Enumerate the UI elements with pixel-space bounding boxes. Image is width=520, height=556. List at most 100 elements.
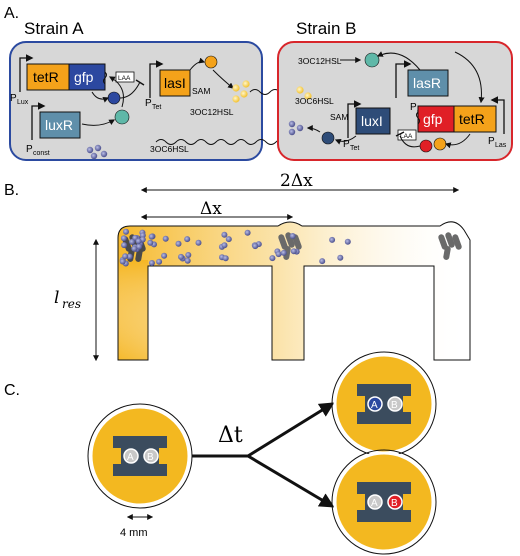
signal-dot <box>244 229 251 236</box>
signal-dot <box>135 238 142 245</box>
hsl12-cluster-a <box>232 80 250 103</box>
panel-label-a: A. <box>4 5 19 22</box>
lasR-gene <box>407 69 449 97</box>
hsl12-cluster-b <box>296 86 312 100</box>
strain-b-cell: Strain B 3OC12HSL lasR P const luxI P Te… <box>277 19 513 161</box>
strain-b-title: Strain B <box>296 19 356 38</box>
tetR-gene-b <box>453 105 497 133</box>
lres-sub: res <box>62 297 81 311</box>
plux-p: P <box>10 93 17 104</box>
dot-a-label-initial: A <box>127 452 134 463</box>
dot-a-final-b <box>367 494 383 510</box>
signal-dot <box>344 238 351 245</box>
signal-dot <box>126 253 133 260</box>
laa-tag-a <box>115 71 135 83</box>
hsl6-label-b: 3OC6HSL <box>295 96 334 106</box>
signal-dot <box>252 243 259 250</box>
luxR-gene <box>39 111 81 139</box>
dot-b-final-b <box>387 494 403 510</box>
dim-dx-label: Δx <box>200 199 222 219</box>
signal-dot <box>319 258 326 265</box>
time-arrow-up <box>247 402 335 458</box>
gfp-label-a: gfp <box>74 69 94 85</box>
hsl6-cluster-a <box>86 144 108 160</box>
laa-label-b: LAA <box>400 133 413 140</box>
signal-dot <box>122 253 129 260</box>
dot-a-label-final-b: A <box>371 498 378 509</box>
lasR-label: lasR <box>413 75 441 91</box>
panel-label-b: B. <box>4 182 19 199</box>
lasR-protein <box>364 52 380 68</box>
sam-label-b: SAM <box>330 112 348 122</box>
hsl6-cluster-b <box>288 120 304 136</box>
dot-a-final-a <box>367 396 383 412</box>
signal-dot <box>221 231 228 238</box>
chamber-final-a: A B <box>331 351 437 457</box>
ptet-sub-b: Tet <box>350 145 359 152</box>
signal-dot <box>131 245 138 252</box>
dot-a-label-final-a: A <box>371 400 378 411</box>
luxI-protein <box>321 131 335 145</box>
signal-dot <box>136 243 143 250</box>
signal-dot <box>185 252 192 258</box>
signal-dot <box>156 258 163 265</box>
signal-dot <box>139 232 146 239</box>
signal-dot <box>289 233 296 239</box>
panel-label-c: C. <box>4 382 20 399</box>
signal-dot <box>290 248 297 255</box>
signal-dot <box>121 242 128 249</box>
dot-b-label-final-b: B <box>391 498 398 509</box>
strain-a-cell: Strain A tetR gfp LAA P Lux luxR P const… <box>9 19 263 161</box>
gfp-gene-a <box>68 63 106 91</box>
luxI-gene <box>355 107 391 135</box>
laa-label-a: LAA <box>118 75 131 82</box>
gfp-gene-b <box>417 105 455 133</box>
luxR-label: luxR <box>45 117 73 133</box>
ptet-p-a: P <box>145 98 152 109</box>
hsl6-label-a: 3OC6HSL <box>150 144 189 154</box>
signal-dot <box>119 258 126 265</box>
lres-label: l <box>54 288 59 308</box>
hsl12-label-a: 3OC12HSL <box>190 107 234 117</box>
dot-a-initial <box>123 448 139 464</box>
signal-dot <box>148 260 155 266</box>
dot-b-label-final-a: B <box>391 400 398 411</box>
signal-dot <box>275 251 282 258</box>
signal-dot <box>148 233 155 240</box>
gfp-protein-a <box>107 91 121 105</box>
signal-dot <box>184 236 191 243</box>
tetR-gene-a <box>26 63 70 91</box>
tetR-label-a: tetR <box>33 69 59 85</box>
signal-dot <box>162 235 169 242</box>
luxI-label: luxI <box>361 113 383 129</box>
pconst-sub-a: const <box>33 150 50 157</box>
dot-b-initial <box>143 448 159 464</box>
plas-p: P <box>488 136 495 147</box>
cell-trap-3 <box>438 232 462 260</box>
signal-dot <box>175 240 182 247</box>
lasI-protein <box>204 55 218 69</box>
sam-label-a: SAM <box>192 86 210 96</box>
hsl6-transport <box>155 139 297 145</box>
dim-2dx-label: 2Δx <box>280 171 313 191</box>
dot-b-final-a <box>387 396 403 412</box>
delta-t-label: Δt <box>218 423 243 448</box>
signal-dot <box>222 255 229 262</box>
signal-dot <box>120 235 127 242</box>
gfp-protein-b <box>419 139 433 153</box>
signal-dot <box>269 255 276 262</box>
chamber-initial: A B <box>87 403 193 509</box>
tetR-protein-b <box>433 137 447 151</box>
signal-dot <box>280 249 287 256</box>
time-arrow-down <box>247 454 335 508</box>
pconst-p-a: P <box>26 144 33 155</box>
signal-dot <box>225 236 232 243</box>
luxR-protein <box>114 109 130 125</box>
pconst-p-b: P <box>410 102 417 113</box>
signal-dot <box>178 253 184 260</box>
microfluidic-channel <box>117 221 471 361</box>
plux-sub: Lux <box>17 99 29 106</box>
chamber-final-b: A B <box>331 449 437 555</box>
signal-dot <box>161 252 168 259</box>
